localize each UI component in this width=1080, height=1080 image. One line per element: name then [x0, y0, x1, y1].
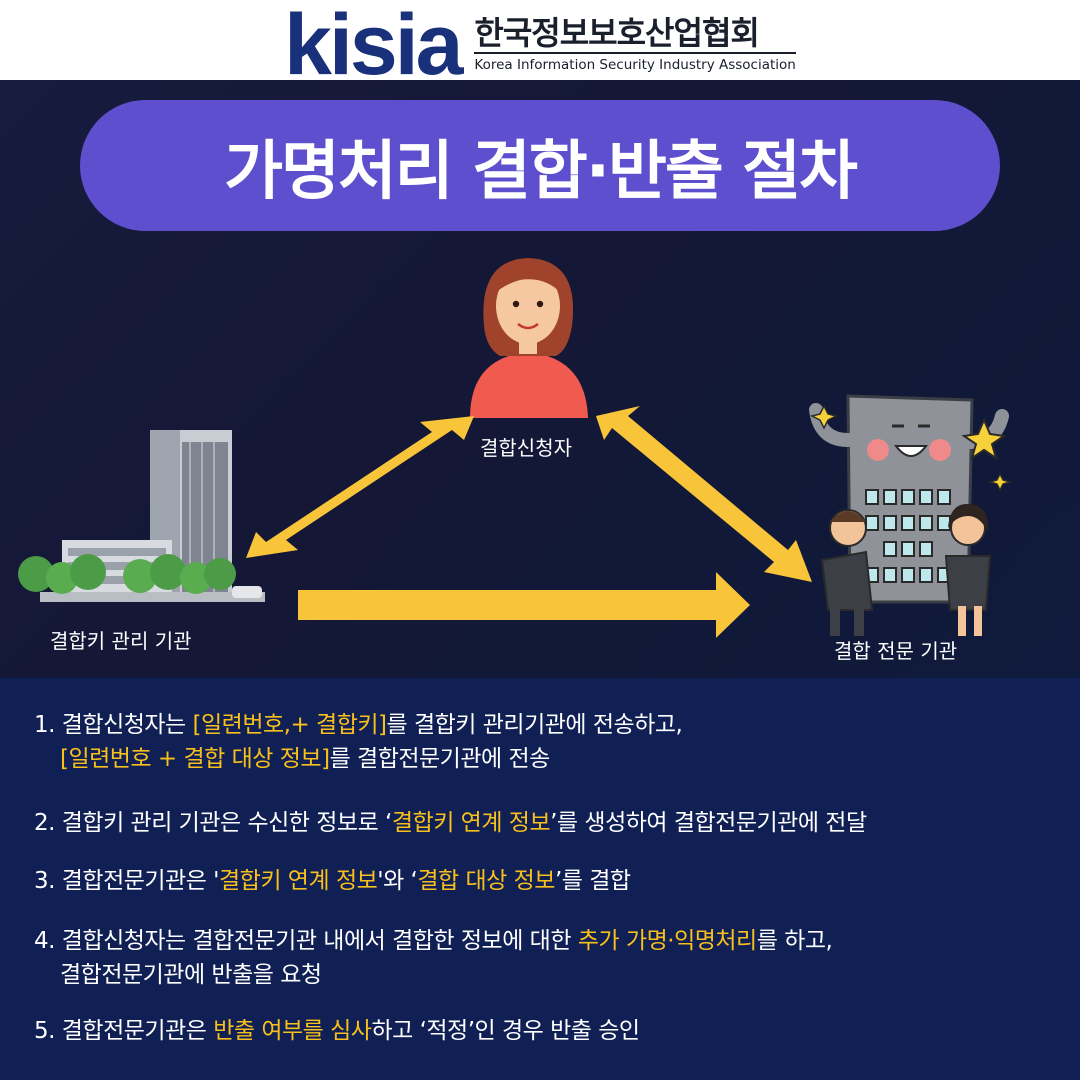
arrow-key-agency-applicant — [246, 416, 474, 558]
step-1-text-end: 를 결합키 관리기관에 전송하고, — [386, 712, 683, 738]
arrow-applicant-expert-agency — [596, 406, 812, 582]
header: kisia 한국정보보호산업협회 Korea Information Secur… — [0, 0, 1080, 93]
step-1-highlight: [일련번호,+ 결합키] — [192, 712, 387, 738]
step-2-highlight: 결합키 연계 정보 — [391, 810, 551, 836]
kisia-logo: kisia 한국정보보호산업협회 Korea Information Secur… — [284, 0, 796, 93]
procedure-steps: 1. 결합신청자는 [일련번호,+ 결합키]를 결합키 관리기관에 전송하고, … — [0, 678, 1080, 1080]
logo-text: 한국정보보호산업협회 Korea Information Security In… — [474, 14, 796, 80]
expert-agency-label: 결합 전문 기관 — [834, 639, 958, 663]
process-diagram — [18, 258, 1013, 638]
org-name-en: Korea Information Security Industry Asso… — [474, 52, 796, 74]
step-3-text-end: ’를 결합 — [554, 868, 631, 894]
key-agency-label: 결합키 관리 기관 — [50, 629, 192, 653]
step-5-text: 5. 결합전문기관은 — [34, 1018, 214, 1044]
step-1-text-2: 를 결합전문기관에 전송 — [329, 746, 551, 772]
step-3: 3. 결합전문기관은 '결합키 연계 정보'와 ‘결합 대상 정보’를 결합 — [34, 864, 631, 898]
org-name-ko: 한국정보보호산업협회 — [474, 14, 759, 52]
step-1-line2: [일련번호 + 결합 대상 정보]를 결합전문기관에 전송 — [34, 742, 682, 776]
expert-agency-building — [809, 394, 1013, 636]
step-2: 2. 결합키 관리 기관은 수신한 정보로 ‘결합키 연계 정보’를 생성하여 … — [34, 806, 867, 840]
step-3-highlight-1: 결합키 연계 정보 — [219, 868, 378, 894]
title-banner: 가명처리 결합·반출 절차 — [80, 100, 1000, 231]
step-1: 1. 결합신청자는 [일련번호,+ 결합키]를 결합키 관리기관에 전송하고, … — [34, 708, 683, 776]
step-4-text-end: 를 하고, — [756, 928, 833, 954]
logo-mark: kisia — [284, 0, 463, 93]
step-1-highlight-2: [일련번호 + 결합 대상 정보] — [60, 746, 330, 772]
arrow-key-agency-expert-agency — [298, 572, 750, 638]
step-4-text: 4. 결합신청자는 결합전문기관 내에서 결합한 정보에 대한 — [34, 928, 578, 954]
step-3-text-mid: '와 ‘ — [377, 868, 418, 894]
applicant-illustration — [470, 258, 588, 418]
hero-section: 가명처리 결합·반출 절차 — [0, 80, 1080, 678]
step-2-text-end: ’를 생성하여 결합전문기관에 전달 — [550, 810, 867, 836]
page-title: 가명처리 결합·반출 절차 — [224, 134, 858, 209]
step-4-highlight: 추가 가명·익명처리 — [577, 928, 757, 954]
step-3-text: 3. 결합전문기관은 ' — [34, 868, 220, 894]
step-2-text: 2. 결합키 관리 기관은 수신한 정보로 ‘ — [34, 810, 392, 836]
key-agency-building — [18, 430, 265, 602]
step-5-text-end: 하고 ‘적정’인 경우 반출 승인 — [371, 1018, 640, 1044]
step-5: 5. 결합전문기관은 반출 여부를 심사하고 ‘적정’인 경우 반출 승인 — [34, 1014, 640, 1048]
applicant-label: 결합신청자 — [480, 436, 572, 460]
step-4-line2: 결합전문기관에 반출을 요청 — [60, 962, 322, 988]
step-1-text: 1. 결합신청자는 — [34, 712, 193, 738]
step-4: 4. 결합신청자는 결합전문기관 내에서 결합한 정보에 대한 추가 가명·익명… — [34, 924, 833, 992]
step-3-highlight-2: 결합 대상 정보 — [417, 868, 555, 894]
step-5-highlight: 반출 여부를 심사 — [213, 1018, 372, 1044]
